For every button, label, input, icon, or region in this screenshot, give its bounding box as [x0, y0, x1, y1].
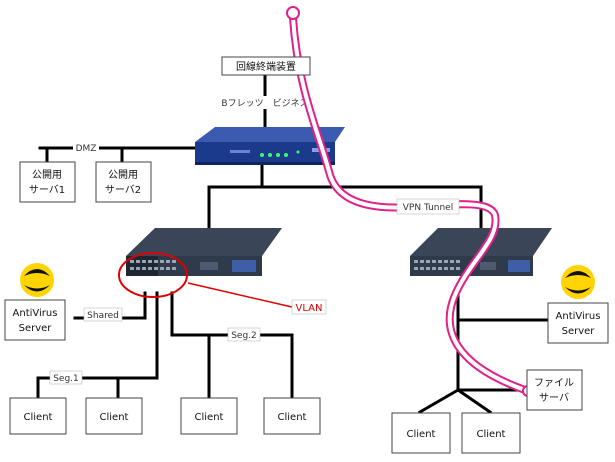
svg-text:Client: Client [24, 412, 53, 423]
svg-text:公開用: 公開用 [32, 169, 62, 181]
svg-text:Seg.1: Seg.1 [53, 374, 79, 384]
svg-text:回線終端装置: 回線終端装置 [236, 60, 296, 73]
svg-text:Bフレッツ ビジネス: Bフレッツ ビジネス [221, 98, 308, 109]
client-box: Client [85, 397, 143, 435]
public-server-2-box: 公開用 サーバ2 [95, 161, 152, 203]
svg-text:AntiVirus: AntiVirus [13, 308, 58, 319]
dmz-label: DMZ [73, 141, 99, 154]
antivirus-server-right-box: AntiVirus Server [547, 302, 609, 344]
svg-text:Client: Client [195, 412, 224, 423]
public-server-1-box: 公開用 サーバ1 [19, 161, 76, 203]
bflets-label: Bフレッツ ビジネス [221, 96, 309, 109]
svg-text:Client: Client [278, 412, 307, 423]
line-right-client5 [417, 387, 461, 415]
svg-text:公開用: 公開用 [108, 169, 138, 181]
switch-right [410, 228, 552, 276]
vlan-label: VLAN [296, 303, 323, 314]
onu-box: 回線終端装置 [221, 56, 311, 76]
svg-text:VPN Tunnel: VPN Tunnel [403, 203, 453, 213]
client-box: Client [180, 397, 238, 435]
svg-text:ファイル: ファイル [534, 378, 574, 389]
antivirus-logo-icon [20, 263, 54, 297]
svg-text:Server: Server [562, 326, 596, 337]
client-box: Client [461, 412, 521, 454]
shared-label: Shared [83, 307, 123, 322]
svg-text:Client: Client [477, 429, 506, 440]
switch-left [126, 228, 282, 276]
vlan-annotation: VLAN [118, 252, 327, 315]
svg-text:Server: Server [19, 323, 53, 334]
vpn-tunnel-label: VPN Tunnel [396, 198, 460, 215]
svg-text:Client: Client [100, 412, 129, 423]
file-server-box: ファイル サーバ [526, 369, 583, 411]
antivirus-server-left-box: AntiVirus Server [4, 299, 66, 341]
antivirus-logo-icon-right [561, 265, 595, 299]
client-box: Client [263, 397, 321, 435]
client-box: Client [391, 412, 451, 454]
seg1-label: Seg.1 [49, 370, 83, 385]
svg-text:Shared: Shared [87, 311, 119, 321]
svg-text:サーバ1: サーバ1 [29, 184, 65, 196]
svg-text:Seg.2: Seg.2 [231, 331, 257, 341]
client-box: Client [9, 397, 67, 435]
svg-text:サーバ2: サーバ2 [105, 184, 141, 196]
line-right-client6 [455, 387, 493, 415]
seg2-label: Seg.2 [227, 327, 261, 342]
svg-text:DMZ: DMZ [76, 144, 97, 154]
svg-text:AntiVirus: AntiVirus [556, 311, 601, 322]
svg-text:Client: Client [407, 429, 436, 440]
svg-text:サーバ: サーバ [539, 392, 569, 404]
